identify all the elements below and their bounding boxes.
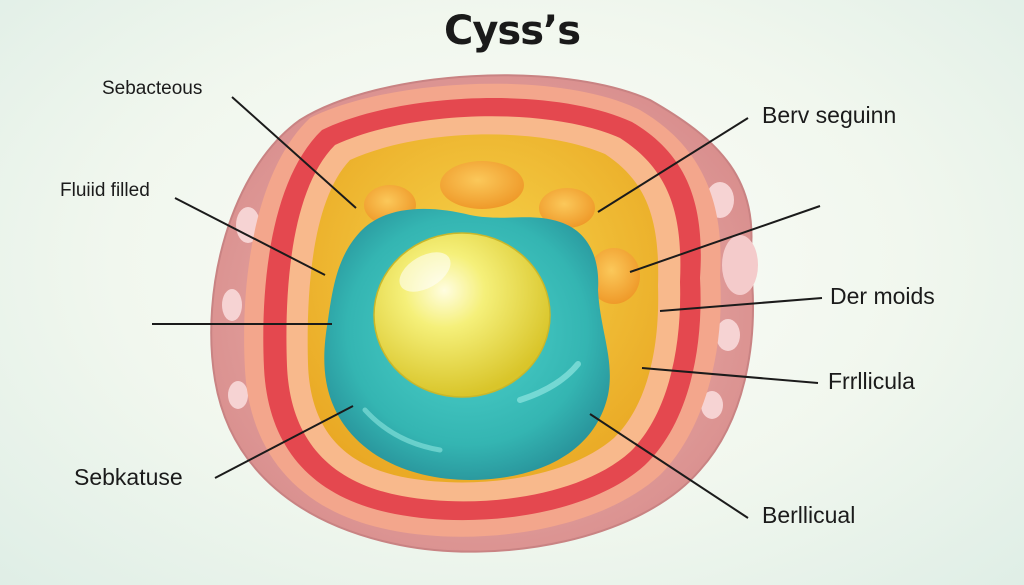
label-berllicual: Berllicual [762, 502, 856, 528]
orange-lobe [539, 188, 595, 228]
leader-berllicual [589, 413, 749, 519]
label-fluid-filled: Fluiid filled [60, 180, 150, 201]
teal-highlight [517, 361, 581, 403]
leader-sebacteous [231, 96, 357, 209]
teal-highlight [362, 407, 443, 453]
orange-lobe [440, 161, 524, 209]
leader-sebkatuse [214, 405, 354, 479]
label-frrllicula: Frrllicula [828, 368, 915, 394]
leader-unlabeled-right [629, 205, 821, 273]
cyst-core [373, 232, 551, 398]
tissue-bump [716, 319, 740, 351]
leader-fluid-filled [174, 197, 326, 276]
page-title: Cyss’s [443, 8, 581, 54]
label-berv-seguinn: Berv seguinn [762, 102, 897, 128]
leader-lines [152, 96, 823, 519]
tissue-bump [228, 381, 248, 409]
tissue-bump [701, 391, 723, 419]
tissue-bump [236, 207, 260, 243]
label-sebacteous: Sebacteous [102, 78, 203, 99]
leader-berv-seguinn [597, 117, 749, 213]
label-sebkatuse: Sebkatuse [74, 464, 183, 490]
tissue-bump [222, 289, 242, 321]
core-shine [399, 252, 451, 292]
orange-lobe [588, 248, 640, 304]
label-der-moids: Der moids [830, 283, 935, 309]
leader-frrllicula [641, 367, 819, 384]
tissue-bump [722, 235, 758, 295]
leader-der-moids [659, 297, 823, 312]
